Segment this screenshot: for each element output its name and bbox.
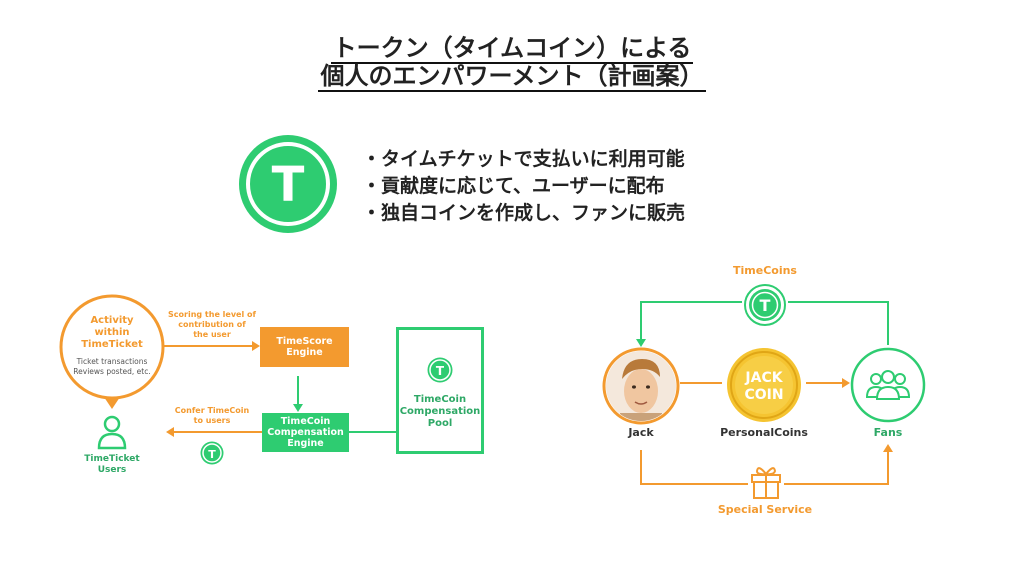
- title-line-2: 個人のエンパワーメント（計画案）: [318, 62, 706, 92]
- activity-title: Activity within TimeTicket: [81, 315, 143, 350]
- timescore-engine-box: TimeScore Engine: [260, 327, 349, 367]
- svg-text:JACK: JACK: [744, 370, 783, 386]
- svg-text:T: T: [272, 157, 305, 213]
- jack-label: Jack: [628, 426, 654, 439]
- jack-avatar: [602, 347, 680, 425]
- title-line-1: トークン（タイムコイン）による: [330, 34, 694, 64]
- svg-text:COIN: COIN: [744, 387, 783, 403]
- scoring-label: Scoring the level of contribution of the…: [168, 310, 256, 339]
- timecoin-icon: T: [238, 134, 338, 234]
- timeticket-users-label: TimeTicket Users: [84, 454, 140, 475]
- activity-circle: [58, 293, 166, 409]
- pool-coin-icon: T: [427, 357, 453, 383]
- svg-text:T: T: [208, 448, 216, 461]
- timecoin-loop-icon: T: [744, 284, 786, 326]
- compensation-pool-label: TimeCoin Compensation Pool: [399, 394, 481, 429]
- confer-label: Confer TimeCoin to users: [174, 406, 250, 425]
- svg-text:T: T: [436, 364, 445, 378]
- compensation-engine-box: TimeCoin Compensation Engine: [262, 413, 349, 452]
- special-service-label: Special Service: [717, 503, 813, 516]
- feature-list: ・タイムチケットで支払いに利用可能 ・貢献度に応じて、ユーザーに配布 ・独自コイ…: [362, 146, 685, 227]
- feature-item: ・タイムチケットで支払いに利用可能: [362, 148, 685, 170]
- svg-text:T: T: [760, 296, 771, 315]
- user-icon: [96, 414, 128, 450]
- feature-item: ・独自コインを作成し、ファンに販売: [362, 202, 686, 224]
- compensation-pool-box: [396, 327, 484, 454]
- fans-label: Fans: [873, 426, 903, 439]
- gift-icon: [749, 464, 783, 500]
- activity-detail: Ticket transactions Reviews posted, etc.: [73, 357, 151, 376]
- feature-item: ・貢献度に応じて、ユーザーに配布: [362, 175, 665, 197]
- fans-icon: [850, 347, 926, 423]
- personalcoins-label: PersonalCoins: [720, 426, 808, 439]
- conferred-coin-icon: T: [200, 441, 224, 465]
- personal-coin-icon: JACK COIN: [726, 347, 802, 423]
- timecoins-label: TimeCoins: [733, 264, 797, 277]
